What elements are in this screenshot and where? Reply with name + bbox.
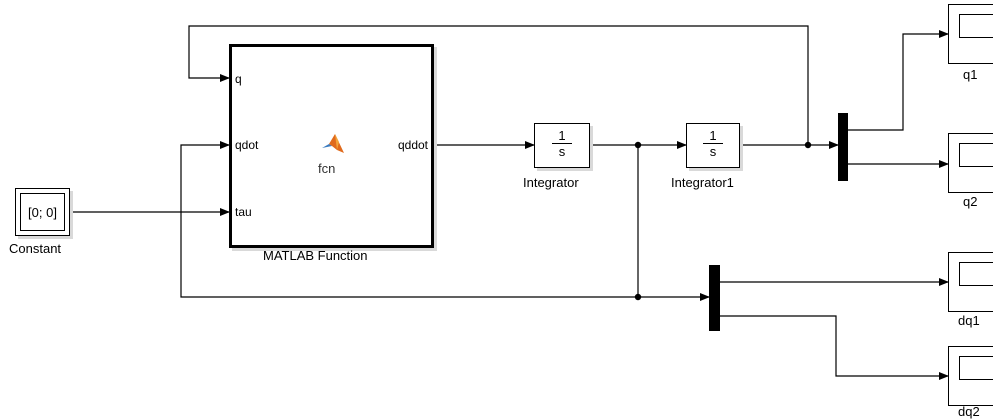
input-port-qdot: qdot [235,138,259,152]
constant-block[interactable]: [0; 0] [15,188,70,236]
integrator1-block[interactable]: 1 s [686,123,740,168]
wire-feedback-q [188,25,809,145]
integrator-numerator: 1 [558,128,566,143]
wire-feedback-qdot [180,141,639,298]
wire-mux1-to-q1 [848,30,949,131]
scope-screen [959,143,993,167]
integrator-block[interactable]: 1 s [534,123,590,168]
branch-point [634,293,642,301]
constant-label: Constant [9,241,62,256]
scope-label-q1: q1 [963,67,978,82]
scope-block-q2[interactable] [948,133,993,193]
mux-block-dq[interactable] [709,265,720,331]
integrator1-denominator: s [709,144,717,159]
integrator-label: Integrator [523,175,579,190]
wire-mux2-to-dq2 [720,315,949,380]
integrator1-label: Integrator1 [671,175,734,190]
matlab-function-block[interactable]: q qdot tau qddot fcn [229,44,434,248]
function-body-label: fcn [318,161,336,176]
integrator1-numerator: 1 [709,128,717,143]
integrator-denominator: s [558,144,566,159]
scope-label-q2: q2 [963,194,978,209]
scope-label-dq1: dq1 [958,313,980,328]
branch-point [804,141,812,149]
input-port-tau: tau [235,205,252,219]
output-port-qddot: qddot [397,138,428,152]
input-port-q: q [235,72,242,86]
matlab-function-label: MATLAB Function [263,248,368,263]
scope-block-dq2[interactable] [948,346,993,406]
constant-value: [0; 0] [20,193,65,231]
scope-label-dq2: dq2 [958,404,980,419]
branch-point [634,141,642,149]
scope-block-q1[interactable] [948,4,993,64]
scope-block-dq1[interactable] [948,252,993,312]
scope-screen [959,356,993,380]
scope-screen [959,262,993,286]
mux-block-q[interactable] [838,113,848,181]
matlab-logo-icon [322,134,344,153]
scope-screen [959,14,993,38]
